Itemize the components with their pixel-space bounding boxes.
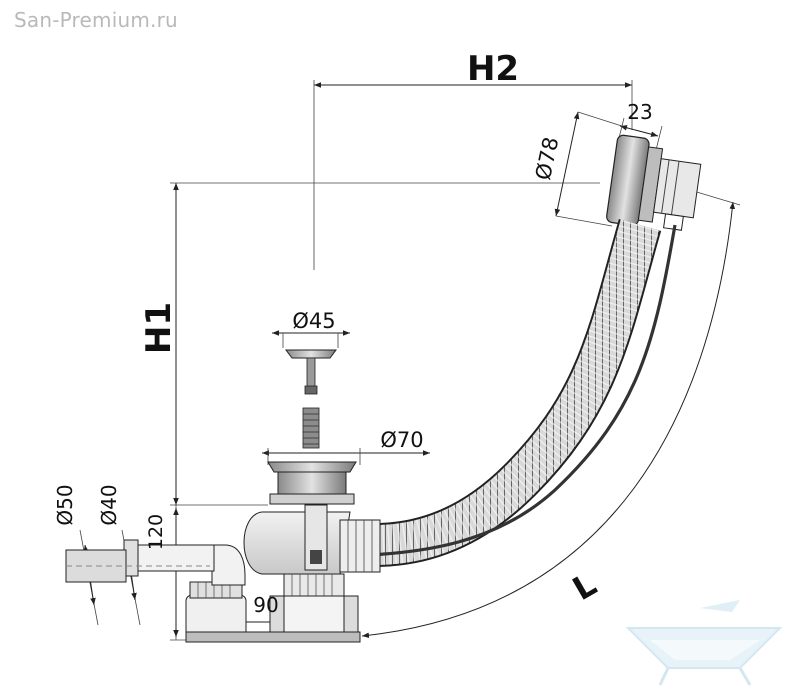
drain-body (243, 461, 381, 575)
label-h1: H1 (139, 302, 179, 354)
label-w90: 90 (253, 593, 278, 617)
dimension-labels: H2 H1 L Ø78 23 Ø45 Ø70 Ø50 Ø40 120 90 (53, 49, 653, 617)
label-d78: Ø78 (531, 135, 563, 182)
bath-logo (625, 600, 783, 686)
overflow-head (606, 134, 702, 231)
trap-body (185, 573, 361, 643)
label-d70: Ø70 (380, 428, 423, 452)
label-h120: 120 (145, 514, 167, 550)
outlet-pipe (65, 539, 246, 586)
label-w23: 23 (627, 100, 652, 124)
label-h2: H2 (467, 49, 519, 89)
corrugated-hose (329, 218, 677, 567)
label-d50: Ø50 (53, 484, 77, 525)
plug-head (285, 349, 337, 449)
label-l: L (566, 565, 603, 608)
label-d45: Ø45 (292, 309, 335, 333)
watermark-text: San-Premium.ru (14, 8, 178, 32)
label-d40: Ø40 (97, 484, 121, 525)
